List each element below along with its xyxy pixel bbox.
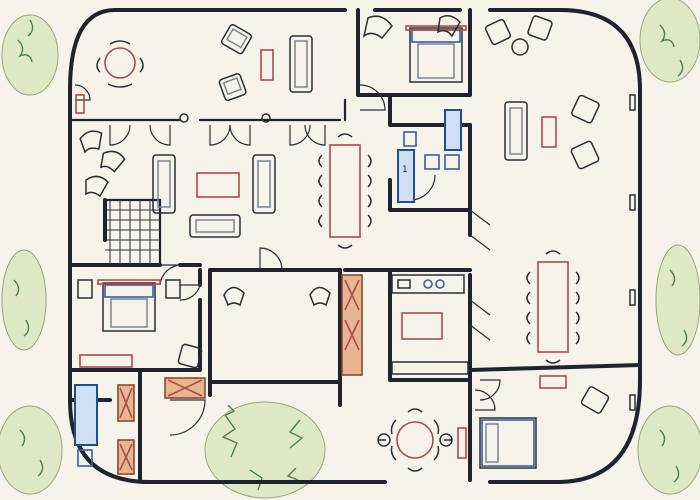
armchair: [220, 23, 253, 55]
door-swing-icon: [179, 284, 201, 301]
door-swing-icon: [474, 389, 496, 411]
sink: [444, 154, 460, 170]
closet: [164, 377, 206, 399]
armchair: [85, 175, 109, 198]
toilet: [77, 449, 93, 467]
bed: [102, 282, 156, 332]
door-swing-icon: [169, 399, 206, 436]
stove: [391, 274, 465, 294]
wall-fixture: [629, 94, 636, 111]
shrub-icon: [204, 401, 326, 499]
lamp: [261, 113, 271, 123]
tree-icon: [655, 244, 700, 356]
bathtub: [74, 384, 98, 446]
dining-table: [526, 250, 580, 364]
bed: [479, 417, 537, 469]
armchair: [570, 140, 600, 170]
sink: [424, 154, 440, 170]
door-swing-icon: [469, 209, 491, 251]
armchair: [362, 15, 393, 40]
door-swing-icon: [479, 379, 501, 401]
door-swing-icon: [159, 264, 183, 286]
door-swing-icon: [469, 299, 491, 341]
tree-icon: [1, 14, 59, 96]
bathtub: [444, 109, 462, 151]
door-swing-icon: [259, 247, 283, 271]
armchair: [527, 15, 553, 41]
round-table: [96, 40, 144, 88]
nightstand: [165, 279, 181, 299]
armchair: [218, 73, 247, 102]
wall-fixture: [629, 394, 636, 411]
tree-icon: [0, 405, 63, 495]
headboard: [97, 279, 161, 285]
coffee-table: [196, 172, 240, 198]
dresser: [79, 354, 133, 368]
coffee-table: [541, 116, 557, 148]
closet: [117, 439, 135, 475]
toilet: [403, 131, 417, 147]
door-swing-icon: [359, 84, 386, 111]
armchair: [177, 343, 203, 369]
dresser: [539, 375, 567, 389]
closet: [117, 384, 135, 422]
sofa: [252, 154, 276, 214]
interior-walls: [68, 8, 642, 482]
exterior-wall: [68, 8, 642, 484]
stair-icon: [105, 200, 160, 265]
cabinet: [75, 94, 85, 114]
armchair: [571, 94, 600, 124]
closet: [341, 274, 363, 376]
nightstand: [77, 279, 93, 299]
shower-number: 1: [402, 165, 408, 175]
wall-fixture: [629, 194, 636, 211]
round-table: [377, 408, 453, 472]
armchair: [309, 286, 331, 307]
sideboard: [457, 427, 467, 459]
armchair: [99, 150, 126, 173]
tree-icon: [637, 405, 700, 495]
dining-table: [318, 133, 372, 249]
door-swing-icon: [74, 84, 91, 101]
sofa: [504, 101, 528, 161]
armchair: [580, 386, 610, 414]
side-table: [260, 49, 274, 81]
lamp: [179, 113, 189, 123]
tree-icon: [1, 249, 47, 351]
counter: [391, 361, 469, 375]
armchair: [79, 130, 103, 154]
headboard: [405, 25, 467, 31]
armchair: [437, 15, 461, 38]
side-table: [511, 38, 529, 56]
shower: [397, 149, 415, 203]
kitchen-island: [401, 312, 443, 340]
armchair: [223, 286, 245, 307]
sofa: [152, 154, 176, 214]
bed: [409, 27, 463, 83]
wall-fixture: [629, 289, 636, 306]
tree-icon: [639, 0, 700, 83]
armchair: [484, 18, 512, 46]
sofa: [289, 35, 313, 93]
sofa: [189, 214, 241, 238]
